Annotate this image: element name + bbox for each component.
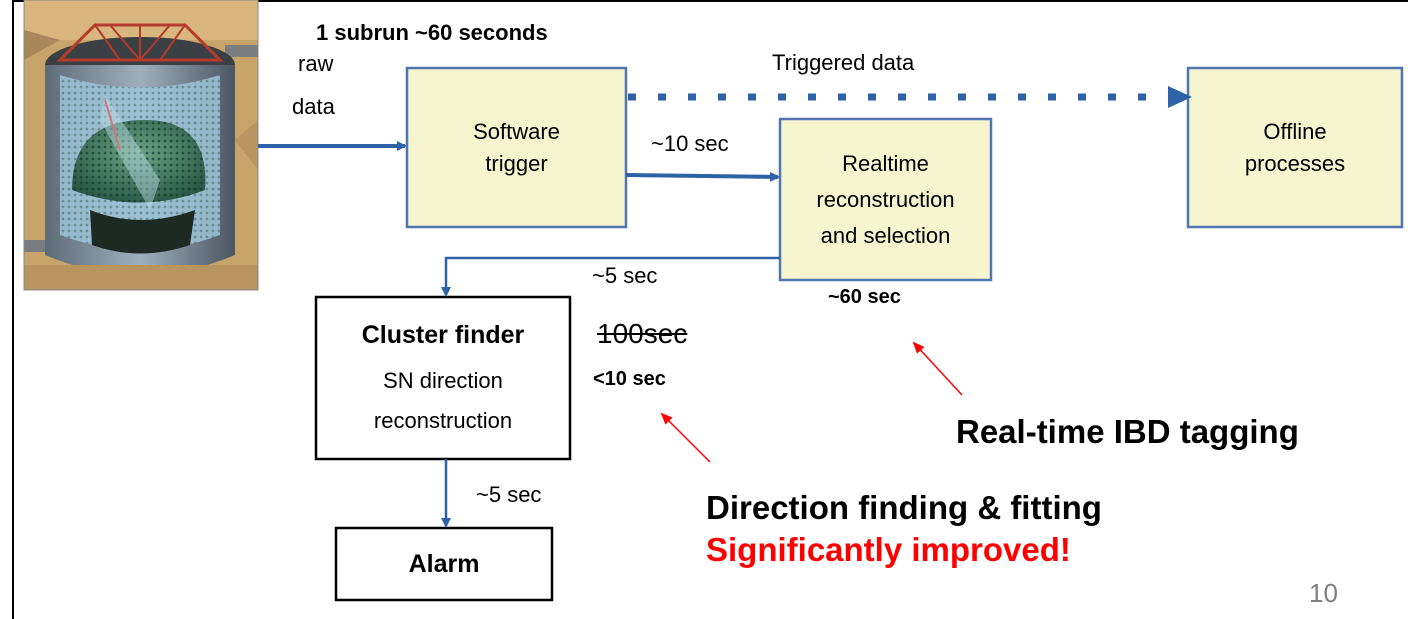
improved-annotation: Significantly improved! [706, 531, 1071, 568]
slide-border-top [12, 0, 1408, 2]
subrun-label: 1 subrun ~60 seconds [316, 20, 548, 45]
trigger-to-realtime-arrow [625, 171, 780, 182]
old-cluster-time: 100sec [597, 318, 688, 349]
realtime-to-cluster-arrow [441, 256, 780, 297]
alarm-box [334, 526, 554, 602]
cluster-finder-sub-line1: SN direction [383, 368, 503, 393]
cluster-finder-text: Cluster finder SN direction reconstructi… [316, 297, 570, 459]
raw-data-label-line1: raw [298, 51, 334, 76]
trigger-to-realtime-time: ~10 sec [651, 131, 729, 156]
alarm-label: Alarm [408, 550, 480, 578]
detector-image [23, 0, 259, 291]
offline-box [1186, 66, 1404, 229]
realtime-line1: Realtime [842, 150, 929, 176]
software-trigger-line1: Software [473, 118, 560, 144]
offline-line2: processes [1244, 150, 1346, 176]
new-cluster-time: <10 sec [593, 368, 666, 390]
page-number: 10 [1309, 578, 1338, 608]
cluster-finder-title: Cluster finder [361, 321, 525, 349]
realtime-line2: reconstruction [816, 186, 955, 212]
realtime-text: Realtime reconstruction and selection [780, 119, 991, 280]
cluster-to-alarm-time: ~5 sec [476, 482, 542, 507]
alarm-text: Alarm [336, 528, 552, 600]
realtime-to-cluster-time: ~5 sec [592, 263, 658, 288]
software-trigger-text: Software trigger [407, 68, 626, 227]
realtime-line3: and selection [820, 222, 951, 248]
triggered-data-label: Triggered data [772, 50, 915, 75]
direction-annotation: Direction finding & fitting [706, 489, 1102, 526]
offline-line1: Offline [1263, 118, 1327, 144]
software-trigger-line2: trigger [485, 150, 548, 176]
ibd-pointer-arrow [912, 341, 963, 396]
software-trigger-box [405, 66, 628, 229]
offline-text: Offline processes [1188, 68, 1402, 227]
slide-border-left [12, 0, 14, 619]
cluster-finder-sub-line2: reconstruction [373, 408, 513, 433]
raw-data-label-line2: data [292, 94, 335, 119]
direction-pointer-arrow [660, 412, 711, 463]
realtime-processing-time: ~60 sec [828, 286, 901, 308]
ibd-annotation: Real-time IBD tagging [956, 413, 1299, 450]
realtime-box [778, 117, 993, 282]
cluster-finder-box [314, 295, 572, 461]
triggered-data-arrowhead [1168, 86, 1192, 108]
